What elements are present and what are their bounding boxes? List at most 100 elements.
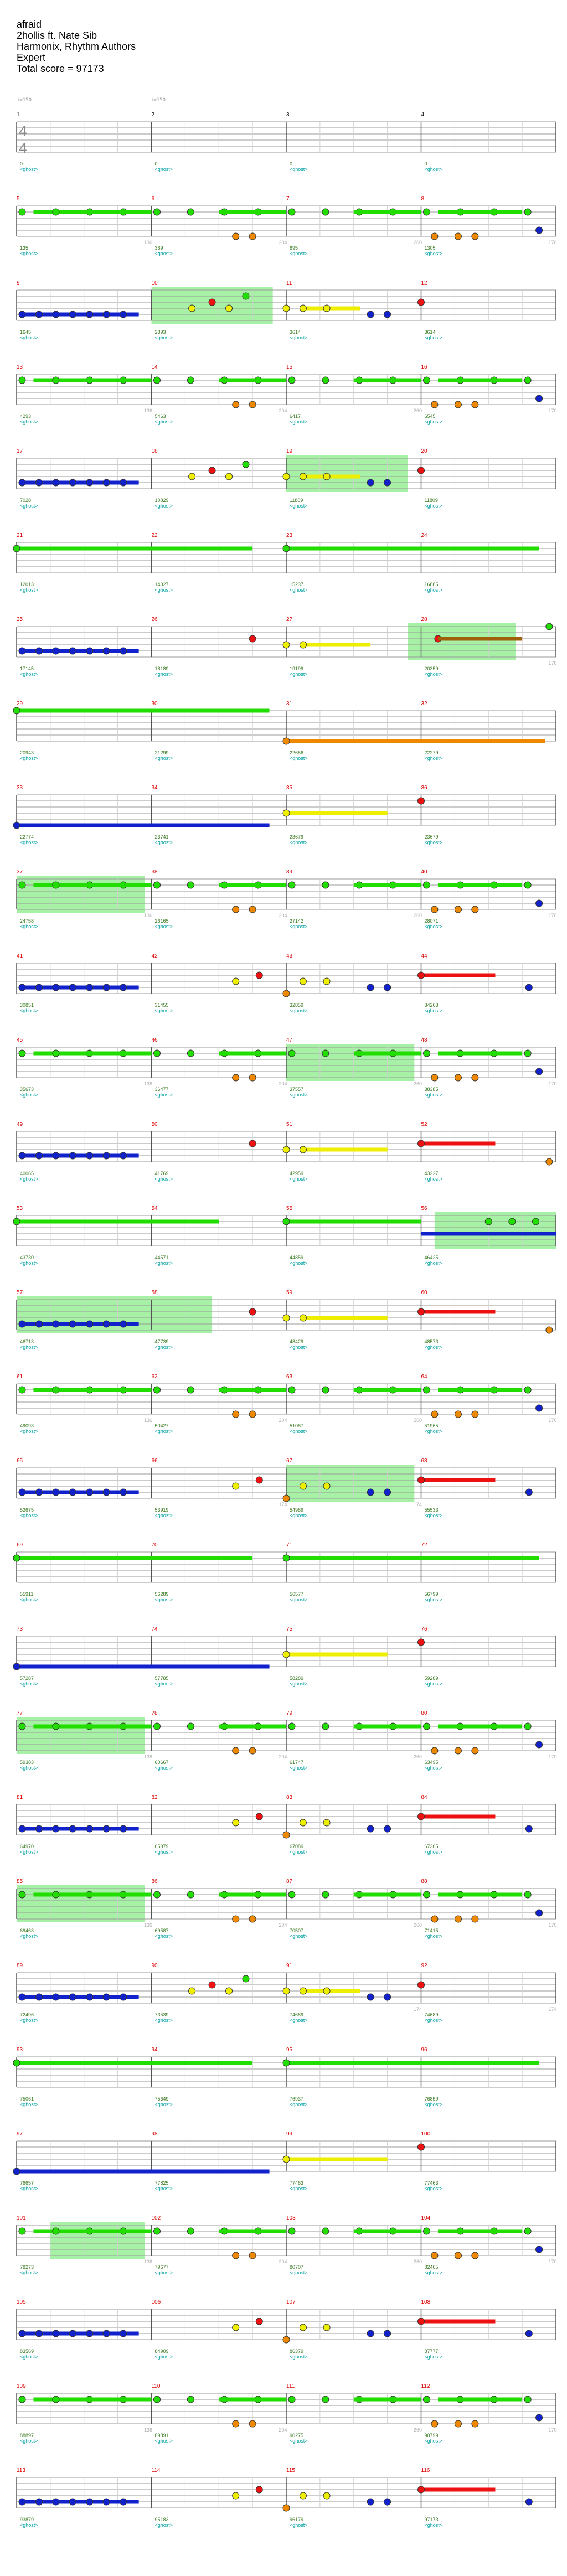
blue-note [535, 2414, 543, 2422]
orange-note [232, 1915, 240, 1923]
fx-label: <ghost> [290, 167, 308, 172]
sustain-bar [55, 1153, 71, 1158]
sustain-bar [437, 1892, 523, 1897]
measure-number: 90 [152, 1963, 158, 1969]
sustain-bar [437, 883, 523, 887]
star-power-phrase [17, 876, 145, 913]
staff-svg: 8972496<ghost>9073539<ghost>9117474689<g… [16, 1963, 557, 2023]
yellow-note [323, 2324, 331, 2331]
blue-note [102, 2330, 110, 2337]
measure-number: 32 [421, 701, 428, 707]
yellow-note [232, 2324, 240, 2331]
star-power-phrase [434, 1212, 556, 1249]
green-note [282, 2059, 290, 2067]
green-note [13, 707, 20, 715]
sustain-bar [22, 1827, 38, 1831]
measure-number: 47 [286, 1037, 293, 1043]
measure-score: 5463 [155, 413, 166, 419]
song-header: afraid 2hollis ft. Nate Sib Harmonix, Rh… [17, 19, 136, 74]
fx-label: <ghost> [290, 671, 308, 677]
green-note [288, 1049, 296, 1057]
measure-number: 105 [17, 2299, 26, 2305]
multiplier-label: 204 [279, 240, 287, 245]
sustain-bar [84, 883, 152, 887]
blue-note [35, 311, 43, 318]
orange-note [249, 1915, 256, 1923]
fx-label: <ghost> [20, 2186, 38, 2191]
blue-note [18, 2498, 26, 2506]
fx-label: <ghost> [425, 419, 443, 425]
fx-label: <ghost> [425, 1176, 443, 1182]
measure-score: 23741 [155, 834, 169, 840]
red-note [255, 1476, 263, 1484]
fx-label: <ghost> [155, 1597, 173, 1602]
sustain-bar [89, 1995, 105, 1999]
blue-note [35, 1993, 43, 2001]
measure-score: 38385 [425, 1087, 439, 1092]
sustain-bar [219, 378, 286, 382]
green-note [187, 1891, 194, 1899]
red-note [255, 2318, 263, 2325]
song-title: afraid [17, 19, 42, 30]
measure-number: 93 [17, 2047, 23, 2053]
sustain-bar [421, 2319, 496, 2324]
blue-note [52, 1320, 60, 1328]
measure-number: 101 [17, 2215, 26, 2221]
measure-number: 34 [152, 785, 158, 791]
staff-svg: 4130851<ghost>4231455<ghost>4332859<ghos… [16, 953, 556, 1013]
blue-note [120, 1993, 127, 2001]
fx-label: <ghost> [20, 671, 38, 677]
multiplier-label: 260 [414, 408, 422, 413]
orange-note [232, 1074, 240, 1082]
measure-score: 64970 [20, 1844, 34, 1849]
green-note [423, 2227, 430, 2235]
measure-number: 86 [152, 1879, 158, 1885]
red-note [249, 1140, 256, 1147]
measure-score: 82465 [425, 2264, 439, 2270]
measure-number: 26 [152, 617, 158, 623]
blue-note [18, 1488, 26, 1496]
fx-label: <ghost> [155, 840, 173, 845]
yellow-note [225, 473, 233, 480]
sustain-bar [353, 1388, 421, 1392]
blue-note [535, 2246, 543, 2253]
measure-number: 7 [286, 196, 290, 202]
measure-score: 11809 [425, 498, 438, 503]
green-note [18, 1049, 26, 1057]
blue-note [525, 2330, 533, 2337]
fx-label: <ghost> [290, 335, 308, 340]
sustain-bar [55, 312, 71, 317]
measure-score: 86379 [290, 2349, 303, 2354]
blue-note [102, 1488, 110, 1496]
measure-number: 99 [286, 2131, 293, 2137]
green-note [288, 1891, 296, 1899]
blue-note [102, 1993, 110, 2001]
measure-number: 65 [17, 1458, 23, 1464]
staff-svg: 5343730<ghost>5444571<ghost>5544859<ghos… [13, 1206, 556, 1266]
sustain-bar [123, 649, 139, 653]
green-note [52, 2227, 60, 2235]
measure-score: 63495 [425, 1760, 439, 1765]
measure-number: 46 [152, 1037, 158, 1043]
fx-label: <ghost> [20, 1008, 38, 1013]
red-note [417, 2318, 425, 2325]
blue-note [86, 1152, 94, 1160]
sustain-bar [353, 210, 421, 214]
green-note [545, 623, 553, 630]
orange-note [471, 2252, 479, 2259]
fx-label: <ghost> [290, 419, 308, 425]
blue-note [35, 1152, 43, 1160]
time-signature-top: 4 [19, 122, 28, 139]
measure-score: 88897 [20, 2433, 34, 2438]
measure-number: 107 [286, 2299, 296, 2305]
measure-score: 43227 [425, 1171, 439, 1176]
measure-score: 6417 [290, 413, 301, 419]
yellow-note [232, 1819, 240, 1827]
red-note [208, 467, 216, 474]
yellow-note [282, 1146, 290, 1153]
fx-label: <ghost> [290, 587, 308, 593]
fx-label: <ghost> [155, 1849, 173, 1855]
